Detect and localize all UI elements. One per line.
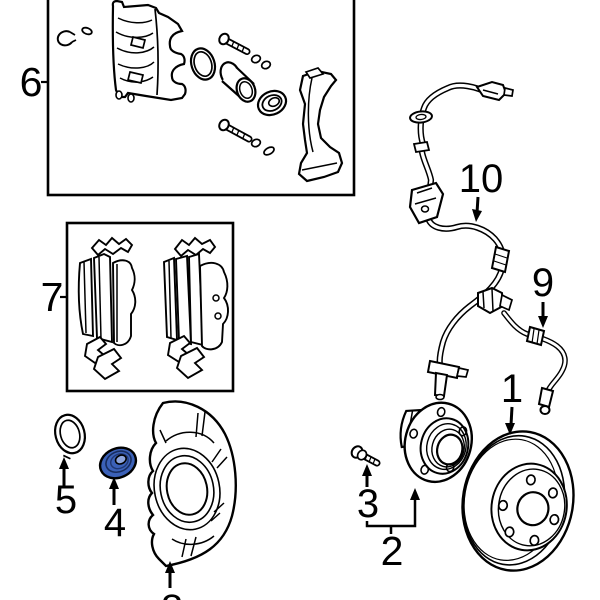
piston-boot	[256, 89, 288, 117]
pads-box-frame	[65, 221, 235, 393]
caliper-art[interactable]	[56, 0, 344, 183]
caliper-bracket	[297, 67, 344, 183]
hose-bracket	[477, 286, 505, 315]
small-pin	[81, 26, 93, 36]
pad-shim-right	[173, 236, 217, 258]
brake-pad-set-art[interactable]	[77, 236, 229, 381]
piston-seal	[189, 47, 217, 81]
brake-hose-group[interactable]: 9	[477, 261, 568, 415]
hub-art	[399, 401, 473, 484]
callout-2-bracket	[365, 497, 417, 534]
guide-pin-bolt-upper	[218, 32, 251, 55]
callout-4-label[interactable]: 4	[104, 501, 126, 545]
wire-grommet	[409, 110, 433, 124]
callout-10-label[interactable]: 10	[459, 157, 504, 201]
callout-8-label[interactable]: 8	[161, 587, 183, 600]
hub-bolt-art[interactable]	[349, 444, 381, 467]
abs-sensor-head	[426, 359, 461, 380]
callout-6-label[interactable]: 6	[20, 59, 43, 105]
pad-shim-left	[90, 236, 134, 257]
highlighted-seal-group[interactable]: 4	[95, 442, 141, 545]
guide-pin-bolt-lower	[218, 118, 253, 143]
small-clip	[56, 30, 73, 47]
brake-rotor-group[interactable]: 1	[452, 367, 585, 579]
wire-sleeve	[490, 245, 511, 274]
abs-sensor-wire-group[interactable]: 10	[408, 80, 514, 401]
caliper-box-frame	[46, 0, 356, 197]
retainer-ring-group[interactable]: 5	[51, 411, 92, 522]
callout-2-label[interactable]: 2	[381, 528, 404, 574]
rotor-art	[461, 430, 575, 572]
retainer-ring-art	[54, 413, 86, 455]
callout-1-arrow	[509, 406, 514, 426]
caliper-assembly-section: 6	[20, 0, 356, 197]
wire-bracket	[408, 181, 445, 225]
splash-shield-group[interactable]: 8	[147, 400, 237, 600]
hub-assembly-group[interactable]: 3 2	[349, 393, 480, 574]
wire-connector	[475, 80, 508, 102]
callout-7-label[interactable]: 7	[41, 274, 64, 320]
brake-pads-section: 7	[41, 221, 235, 393]
callout-9-label[interactable]: 9	[532, 261, 554, 305]
hose-fitting	[525, 325, 546, 347]
callout-1-label[interactable]: 1	[501, 367, 523, 411]
callout-5-label[interactable]: 5	[55, 478, 77, 522]
caliper-piston	[219, 61, 257, 103]
callout-3-label[interactable]: 3	[357, 482, 379, 526]
hose-end-fitting	[537, 386, 555, 409]
wire-clip	[412, 140, 431, 154]
